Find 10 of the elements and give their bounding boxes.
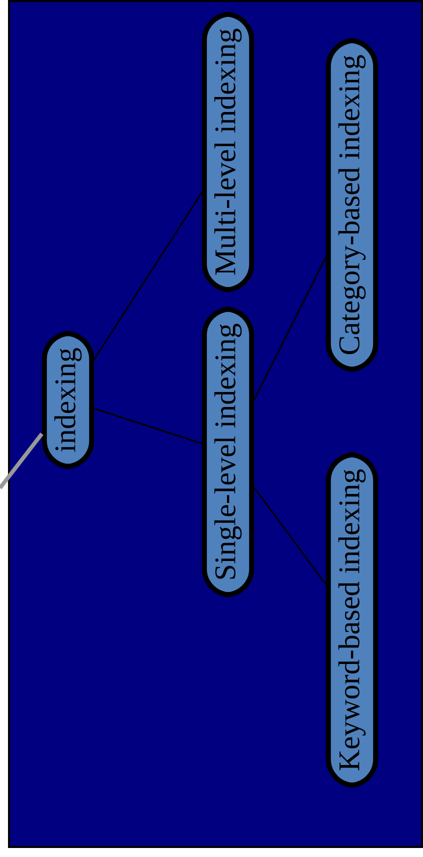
connector-line xyxy=(254,486,326,586)
connector-line xyxy=(253,256,327,400)
topic-blob: Single-level indexing xyxy=(202,306,254,598)
topic-blob: Keyword-based indexing xyxy=(326,452,378,788)
connector-line xyxy=(94,192,202,360)
topic-blob: indexing xyxy=(42,331,94,469)
topic-blob: Multi-level indexing xyxy=(202,12,254,292)
connector-line xyxy=(94,408,202,444)
connector-line xyxy=(0,432,44,490)
topic-blob: Category-based indexing xyxy=(326,38,378,372)
